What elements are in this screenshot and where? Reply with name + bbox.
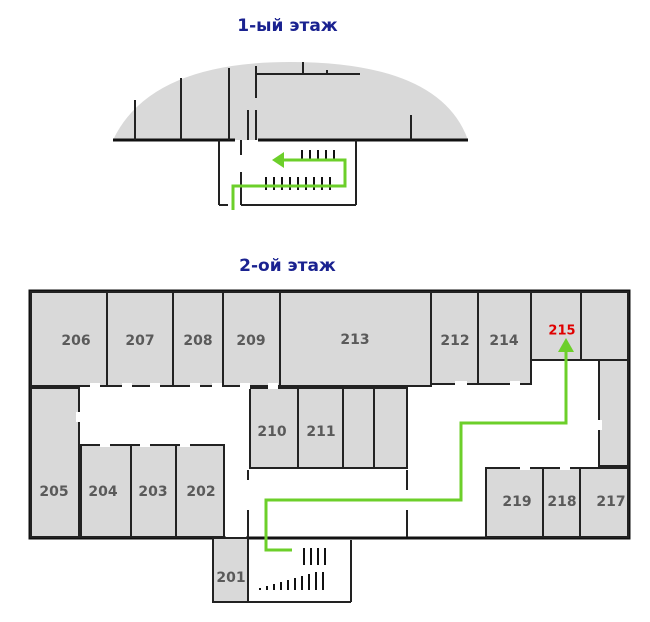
label-201: 201 — [216, 570, 245, 586]
floor2-title: 2-ой этаж — [239, 256, 336, 276]
label-219: 219 — [502, 494, 531, 510]
room-211 — [297, 387, 344, 469]
label-205: 205 — [39, 484, 68, 500]
floor2-stairs — [259, 548, 326, 590]
room-216-corner — [580, 291, 629, 361]
label-202: 202 — [186, 484, 215, 500]
label-218: 218 — [547, 494, 576, 510]
floor1-route — [231, 152, 347, 210]
label-214: 214 — [489, 333, 518, 349]
label-215: 215 — [548, 324, 575, 339]
label-212: 212 — [440, 333, 469, 349]
room-218 — [542, 467, 581, 538]
room-203 — [130, 444, 177, 538]
floor1-plan — [113, 62, 468, 210]
floor2-route — [264, 338, 574, 552]
floor1-dome-hall — [113, 62, 468, 140]
label-211: 211 — [306, 424, 335, 440]
room-207 — [106, 291, 174, 387]
room-205 — [30, 387, 80, 538]
label-210: 210 — [257, 424, 286, 440]
floor1-title: 1-ый этаж — [237, 16, 338, 36]
room-211b — [342, 387, 375, 469]
room-217 — [579, 467, 629, 538]
label-209: 209 — [236, 333, 265, 349]
room-211c — [373, 387, 408, 469]
label-203: 203 — [138, 484, 167, 500]
room-209 — [222, 291, 281, 387]
room-202 — [175, 444, 225, 538]
room-212 — [430, 291, 479, 385]
label-207: 207 — [125, 333, 154, 349]
label-208: 208 — [183, 333, 212, 349]
label-213: 213 — [340, 332, 369, 348]
room-204 — [80, 444, 132, 538]
floor1-stairs — [265, 150, 335, 190]
label-204: 204 — [88, 484, 117, 500]
floor2-plan: 206 207 208 209 213 212 214 215 210 211 … — [28, 289, 631, 603]
room-201 — [212, 537, 249, 603]
room-214 — [477, 291, 532, 385]
label-206: 206 — [61, 333, 90, 349]
label-217: 217 — [596, 494, 625, 510]
room-216-side — [598, 359, 629, 467]
